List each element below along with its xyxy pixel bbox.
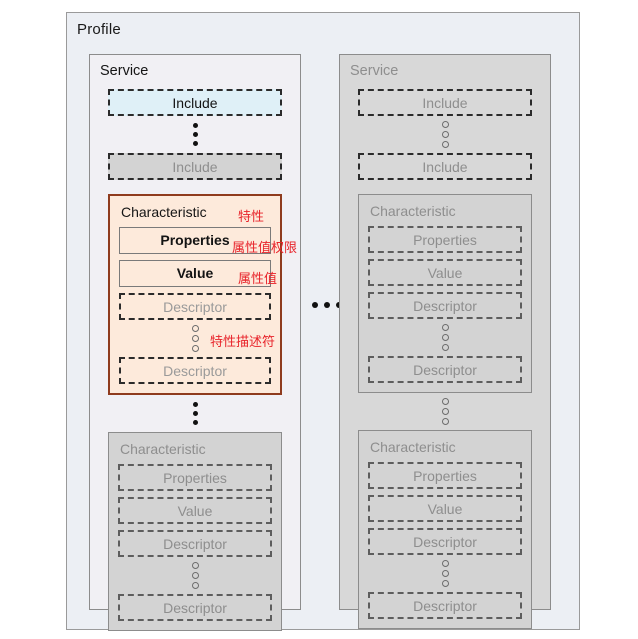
dot	[441, 580, 449, 587]
dot	[441, 398, 449, 405]
dot	[192, 402, 198, 407]
service-active-body: Include Include Characteristic Propertie…	[108, 89, 297, 631]
dot	[191, 325, 199, 332]
include-box-dim[interactable]: Include	[358, 89, 532, 116]
dot	[441, 141, 449, 148]
characteristic-ellipsis	[108, 395, 282, 432]
descriptor-ellipsis	[368, 555, 522, 592]
properties-box[interactable]: Properties	[119, 227, 271, 254]
dot	[441, 570, 449, 577]
descriptor-box[interactable]: Descriptor	[368, 592, 522, 619]
descriptor-box[interactable]: Descriptor	[118, 594, 272, 621]
dot	[191, 562, 199, 569]
include-box-dim[interactable]: Include	[108, 153, 282, 180]
service-title: Service	[350, 63, 399, 79]
service-block-active[interactable]: Service Include Include Characteristic P…	[89, 54, 301, 631]
descriptor-ellipsis	[368, 319, 522, 356]
properties-box[interactable]: Properties	[368, 226, 522, 253]
dot	[192, 141, 198, 146]
descriptor-ellipsis	[119, 320, 271, 357]
properties-box[interactable]: Properties	[368, 462, 522, 489]
columns-ellipsis	[312, 302, 342, 308]
descriptor-box[interactable]: Descriptor	[119, 293, 271, 320]
service-title: Service	[100, 63, 149, 79]
dot	[192, 411, 198, 416]
properties-box[interactable]: Properties	[118, 464, 272, 491]
spacer	[108, 180, 282, 194]
include-box-dim[interactable]: Include	[358, 153, 532, 180]
annotation-characteristic: 特性	[238, 210, 265, 225]
descriptor-box[interactable]: Descriptor	[368, 528, 522, 555]
characteristic-ellipsis	[358, 393, 532, 430]
dot	[191, 582, 199, 589]
value-box[interactable]: Value	[119, 260, 271, 287]
include-ellipsis	[358, 116, 532, 153]
dot	[441, 560, 449, 567]
dot	[441, 334, 449, 341]
profile-title: Profile	[77, 21, 121, 38]
dot	[191, 335, 199, 342]
characteristic-title: Characteristic	[121, 204, 207, 220]
dot	[441, 418, 449, 425]
dot	[441, 131, 449, 138]
dot	[312, 302, 318, 308]
dot	[441, 344, 449, 351]
descriptor-box[interactable]: Descriptor	[368, 356, 522, 383]
descriptor-ellipsis	[118, 557, 272, 594]
dot	[191, 345, 199, 352]
characteristic-block-dim[interactable]: Characteristic Properties Value Descript…	[358, 194, 532, 393]
dot	[192, 132, 198, 137]
profile-panel: Profile Service Include Include Characte…	[66, 12, 580, 631]
include-box-highlighted[interactable]: Include	[108, 89, 282, 116]
annotation-descriptor: 特性描述符	[210, 335, 276, 350]
characteristic-block-dim[interactable]: Characteristic Properties Value Descript…	[108, 432, 282, 631]
value-box[interactable]: Value	[368, 495, 522, 522]
descriptor-box[interactable]: Descriptor	[368, 292, 522, 319]
descriptor-box[interactable]: Descriptor	[119, 357, 271, 384]
descriptor-box[interactable]: Descriptor	[118, 530, 272, 557]
annotation-properties: 属性值权限	[232, 241, 298, 256]
include-ellipsis	[108, 116, 282, 153]
characteristic-title: Characteristic	[370, 439, 456, 455]
value-box[interactable]: Value	[118, 497, 272, 524]
dot	[441, 324, 449, 331]
service-block-dim[interactable]: Service Include Include Characteristic P…	[339, 54, 551, 629]
characteristic-title: Characteristic	[120, 441, 206, 457]
value-box[interactable]: Value	[368, 259, 522, 286]
dot	[191, 572, 199, 579]
dot	[324, 302, 330, 308]
spacer	[358, 180, 532, 194]
service-dim-body: Include Include Characteristic Propertie…	[358, 89, 532, 629]
dot	[192, 420, 198, 425]
characteristic-block-highlighted[interactable]: Characteristic Properties Value Descript…	[108, 194, 297, 395]
characteristic-block-dim[interactable]: Characteristic Properties Value Descript…	[358, 430, 532, 629]
dot	[441, 408, 449, 415]
dot	[192, 123, 198, 128]
characteristic-title: Characteristic	[370, 203, 456, 219]
dot	[441, 121, 449, 128]
annotation-value: 属性值	[238, 272, 278, 287]
